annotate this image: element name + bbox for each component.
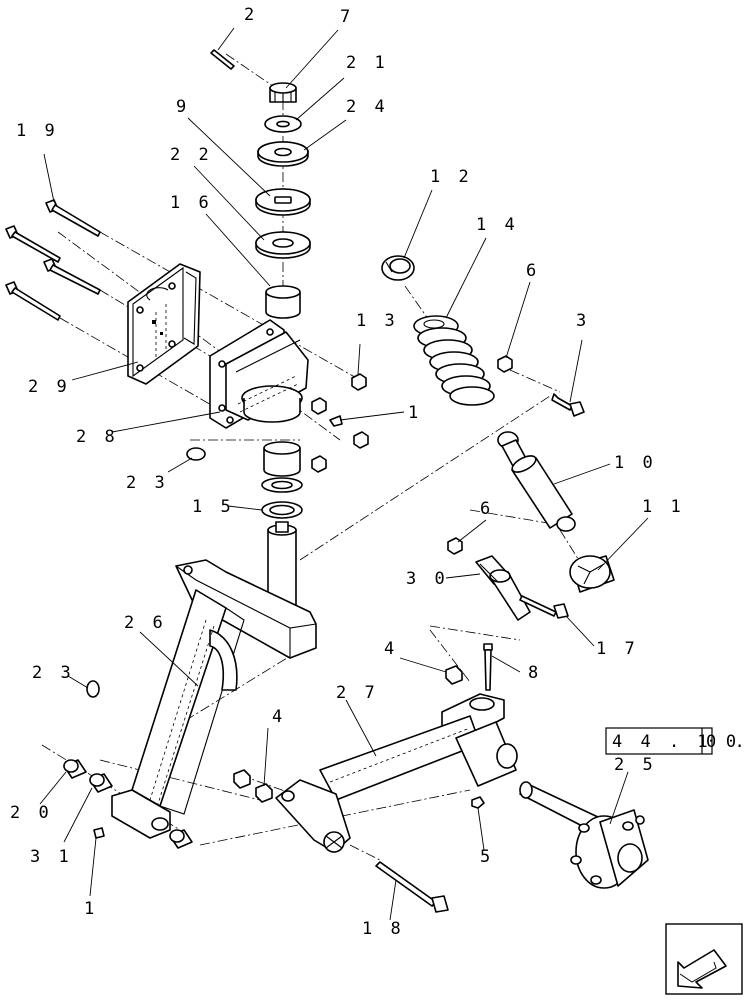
callout-5: 5 [480,847,494,867]
arrow-icon[interactable] [665,923,743,995]
caster-arm [111,521,317,839]
callout-23-upper: 2 3 [126,473,169,493]
coil-spring [413,315,495,406]
callout-labels: 2 7 2 1 2 4 9 2 2 1 6 1 9 1 2 1 4 6 1 3 … [10,5,685,939]
callout-15: 1 5 [192,497,235,517]
bolt-17 [519,595,569,619]
grease-cap [86,447,206,698]
callout-6-lower: 6 [480,499,494,519]
callout-4-lower: 4 [272,707,286,727]
callout-28: 2 8 [76,427,119,447]
callout-1-lower: 1 [84,899,98,919]
callout-12: 1 2 [430,167,473,187]
wheel-hub [519,781,649,889]
callout-18: 1 8 [362,919,405,939]
callout-9: 9 [176,97,190,117]
small-washer [264,115,302,133]
callout-25: 2 5 [614,755,657,775]
callout-11: 1 1 [642,497,685,517]
cup-washer [257,141,309,167]
snap-ring [381,255,415,281]
lower-bushing [263,441,301,477]
castle-nut [269,82,297,103]
callout-14: 1 4 [476,215,519,235]
small-screws [93,415,343,839]
callout-19: 1 9 [16,121,59,141]
callout-24: 2 4 [346,97,389,117]
callout-6-upper: 6 [526,261,540,281]
hub-cap [569,555,615,593]
thrust-washer [255,231,311,259]
pivot-bracket [209,319,309,429]
cotter-pin [210,49,235,70]
slotted-washer [255,188,311,216]
leader-lines [39,27,649,921]
reference-suffix: 0 . [706,732,748,752]
hex-nuts [233,355,513,809]
callout-23-lower: 2 3 [32,663,75,683]
callout-3: 3 [576,311,590,331]
bolt-8 [483,643,493,691]
callout-2: 2 [244,5,258,25]
callout-31: 3 1 [30,847,73,867]
bushings-20-31 [63,759,193,849]
section-reference[interactable]: 4 4 . 1 0 0 . [605,727,748,755]
shock-absorber [497,431,576,532]
callout-8: 8 [528,663,542,683]
callout-13: 1 3 [356,311,399,331]
callout-22: 2 2 [170,145,213,165]
callout-26: 2 6 [124,613,167,633]
callout-7: 7 [340,7,354,27]
spring-washer [261,501,303,519]
callout-20: 2 0 [10,803,53,823]
callout-30: 3 0 [406,569,449,589]
axle-arm [275,693,518,853]
callout-4-upper: 4 [384,639,398,659]
callout-16: 1 6 [170,193,213,213]
callout-10: 1 0 [614,453,657,473]
bolt-18 [375,861,449,913]
bolt-3 [551,393,585,417]
reference-number: 4 4 . 1 0 [612,732,740,752]
mounting-plate [127,263,201,385]
flat-washer [261,477,303,493]
callout-21: 2 1 [346,53,389,73]
callout-17: 1 7 [596,639,639,659]
callout-1-upper: 1 [408,403,422,423]
callout-27: 2 7 [336,683,379,703]
callout-29: 2 9 [28,377,71,397]
shock-bracket [475,555,531,621]
bolts-19 [5,199,101,321]
upper-bushing [265,285,301,319]
